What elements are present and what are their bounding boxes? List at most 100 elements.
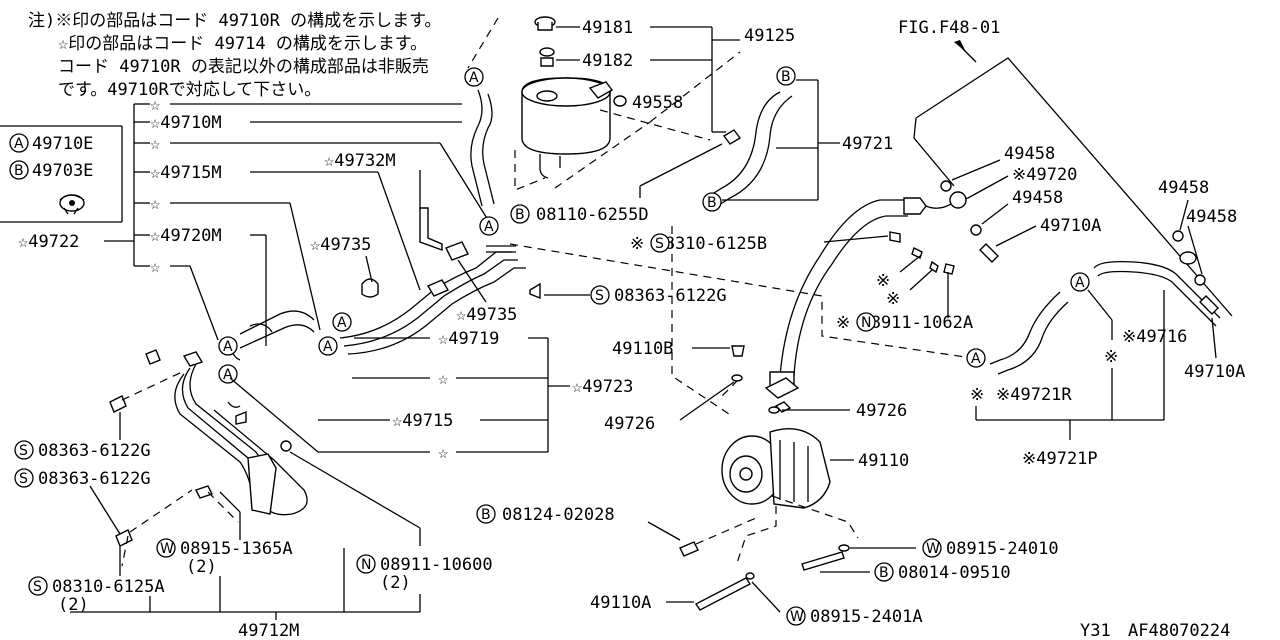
- callout-49125: 49125: [744, 26, 795, 46]
- bolt-49110a: [694, 577, 752, 611]
- svg-text:☆: ☆: [438, 443, 448, 463]
- callout-49726-a: 49726: [604, 414, 655, 434]
- note-line-1: 注)※印の部品はコード 49710R の構成を示します。: [28, 11, 441, 31]
- ref-a-8: [332, 312, 352, 332]
- callout-49721p: ※49721P: [1022, 449, 1098, 469]
- svg-text:S: S: [19, 471, 28, 487]
- svg-text:A: A: [323, 339, 333, 355]
- svg-text:B: B: [707, 195, 717, 211]
- ref-a-6: [218, 364, 238, 384]
- ref-a-7: [318, 336, 338, 356]
- clip-49735-b: [445, 241, 469, 261]
- svg-text:B: B: [14, 163, 24, 179]
- washer-08915-b: [745, 572, 755, 580]
- ref-a-3: [1070, 272, 1090, 292]
- legend-a-code: 49710E: [32, 134, 93, 154]
- note-line-2: ☆印の部品はコード 49714 の構成を示します。: [58, 34, 427, 54]
- washer-49458-d: [1194, 274, 1206, 286]
- svg-text:A: A: [14, 136, 24, 152]
- callout-49719: ☆49719: [438, 329, 499, 349]
- callout-08915-a: 08915-24010: [946, 539, 1059, 559]
- callout-49735-b: ☆49735: [456, 305, 517, 325]
- bolt-49110b: [731, 345, 745, 357]
- bolt-08363-b: [195, 485, 213, 499]
- ref-b-1: [776, 66, 796, 86]
- svg-text:☆: ☆: [150, 194, 160, 214]
- svg-text:S: S: [595, 288, 604, 304]
- footer-drawing-number: AF48070224: [1128, 621, 1230, 640]
- legend-box: A 49710E B 49703E: [0, 125, 123, 223]
- tube-bracket: [247, 453, 277, 515]
- hose-49720m: [239, 310, 315, 349]
- svg-text:☆49710M: ☆49710M: [150, 113, 222, 133]
- hose-49710m: [470, 89, 483, 207]
- svg-text:A: A: [1075, 275, 1085, 291]
- callout-08124: 08124-02028: [502, 505, 615, 525]
- callout-08363-b: 08363-6122G: [38, 441, 151, 461]
- ref-a-4: [966, 348, 986, 368]
- svg-text:W: W: [926, 541, 940, 557]
- callout-08363-a: 08363-6122G: [614, 286, 727, 306]
- washer-49458-b: [970, 224, 982, 236]
- clip-icon: [59, 194, 85, 215]
- callout-49721: 49721: [842, 134, 893, 154]
- clamp-49558: [613, 95, 627, 107]
- callout-49558: 49558: [632, 93, 683, 113]
- hose-fitting: [903, 197, 927, 215]
- svg-text:B: B: [481, 507, 491, 523]
- svg-text:B: B: [515, 207, 525, 223]
- fitting-49710a: [979, 243, 999, 263]
- callout-08310-b: 08310-6125A: [52, 577, 165, 597]
- bolt-08014: [801, 551, 845, 571]
- reservoir-cap: [534, 16, 556, 31]
- svg-text:※: ※: [970, 385, 984, 405]
- fitting-49710a-b: [1199, 295, 1219, 315]
- washer-08915-a: [838, 544, 850, 552]
- bolt-08363-c: [109, 395, 127, 413]
- hose-49721: [705, 91, 781, 199]
- svg-text:A: A: [337, 315, 347, 331]
- callout-49715: ☆49715: [392, 411, 453, 431]
- legend-b-code: 49703E: [32, 161, 93, 181]
- callout-49182: 49182: [582, 51, 633, 71]
- washer-49458-c: [1172, 230, 1184, 242]
- svg-text:B: B: [879, 565, 889, 581]
- hose-49720: [779, 199, 906, 377]
- callout-49110b: 49110B: [612, 339, 673, 359]
- washer-49458-a: [940, 180, 952, 192]
- svg-text:※: ※: [886, 289, 900, 309]
- washer-49726-a: [731, 374, 743, 382]
- note-line-3: コード 49710R の表記以外の構成部品は非販売: [58, 57, 429, 77]
- svg-text:S: S: [33, 579, 42, 595]
- callout-49458-a: 49458: [1004, 144, 1055, 164]
- callout-49110a: 49110A: [590, 593, 651, 613]
- svg-text:☆: ☆: [438, 369, 448, 389]
- ref-b-bolt: [510, 204, 530, 224]
- svg-text:☆: ☆: [150, 134, 160, 154]
- legend-a-circle: [9, 133, 29, 153]
- callout-49712m: 49712M: [238, 621, 299, 640]
- callout-49710a-b: 49710A: [1184, 362, 1245, 382]
- callout-08915-c-qty: (2): [186, 557, 217, 577]
- callout-49181: 49181: [582, 18, 633, 38]
- callout-49110: 49110: [858, 451, 909, 471]
- svg-text:N: N: [861, 315, 871, 331]
- callout-49726-b: 49726: [856, 401, 907, 421]
- bracket-49732m: [419, 207, 443, 251]
- callout-49458-b: 49458: [1012, 188, 1063, 208]
- callout-49732m: ☆49732M: [324, 151, 396, 171]
- svg-text:S: S: [19, 443, 28, 459]
- svg-text:A: A: [469, 70, 479, 86]
- callout-08110: 08110-6255D: [536, 205, 649, 225]
- fig-ref: FIG.F48-01: [898, 18, 1000, 38]
- svg-text:※: ※: [876, 271, 890, 291]
- power-steering-pump: [721, 377, 831, 509]
- svg-text:W: W: [790, 609, 804, 625]
- bolt-08310: [889, 231, 901, 243]
- bolt-08124: [679, 541, 699, 557]
- callout-49735-a: ☆49735: [310, 235, 371, 255]
- callout-49458-d: 49458: [1186, 207, 1237, 227]
- ref-a-2: [479, 216, 499, 236]
- svg-text:A: A: [971, 351, 981, 367]
- ref-a-5: [218, 336, 238, 356]
